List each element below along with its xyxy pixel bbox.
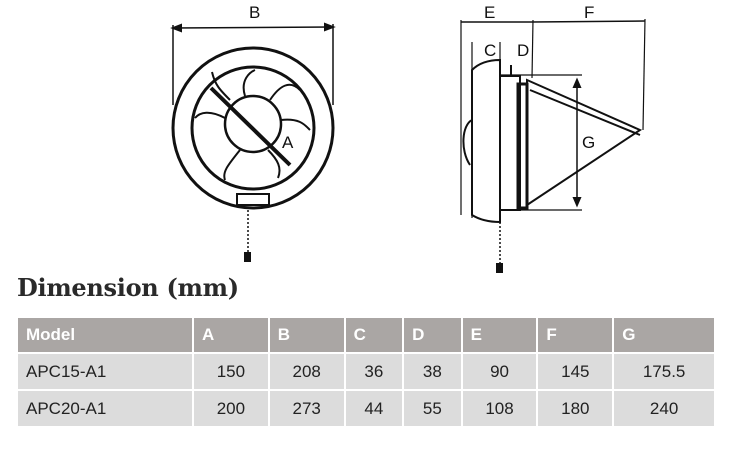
table-row: APC15-A1 150 208 36 38 90 145 175.5 bbox=[18, 354, 714, 389]
cell-f: 180 bbox=[538, 391, 613, 426]
cell-e: 108 bbox=[462, 391, 537, 426]
front-view bbox=[170, 22, 336, 262]
cell-g: 175.5 bbox=[614, 354, 714, 389]
label-d: D bbox=[517, 41, 529, 60]
header-a: A bbox=[194, 318, 268, 352]
cell-f: 145 bbox=[538, 354, 613, 389]
cell-a: 150 bbox=[194, 354, 268, 389]
dimension-table: Model A B C D E F G APC15-A1 150 208 36 … bbox=[16, 316, 716, 428]
header-model: Model bbox=[18, 318, 192, 352]
cell-d: 38 bbox=[404, 354, 461, 389]
label-c: C bbox=[484, 41, 496, 60]
label-b: B bbox=[249, 3, 260, 22]
header-b: B bbox=[269, 318, 344, 352]
side-view bbox=[460, 18, 646, 273]
label-e: E bbox=[484, 3, 495, 22]
table-row: APC20-A1 200 273 44 55 108 180 240 bbox=[18, 391, 714, 426]
header-d: D bbox=[404, 318, 461, 352]
cell-model: APC15-A1 bbox=[18, 354, 192, 389]
header-c: C bbox=[345, 318, 403, 352]
cell-c: 44 bbox=[345, 391, 403, 426]
cell-g: 240 bbox=[614, 391, 714, 426]
cell-b: 273 bbox=[269, 391, 344, 426]
label-a: A bbox=[282, 133, 294, 152]
cell-d: 55 bbox=[404, 391, 461, 426]
cell-c: 36 bbox=[345, 354, 403, 389]
fan-dimension-diagram: B A E F C D G bbox=[170, 3, 646, 273]
table-header-row: Model A B C D E F G bbox=[18, 318, 714, 352]
cell-a: 200 bbox=[194, 391, 268, 426]
header-g: G bbox=[614, 318, 714, 352]
header-f: F bbox=[538, 318, 613, 352]
label-f: F bbox=[584, 3, 594, 22]
cell-b: 208 bbox=[269, 354, 344, 389]
cell-model: APC20-A1 bbox=[18, 391, 192, 426]
header-e: E bbox=[462, 318, 537, 352]
label-g: G bbox=[582, 133, 595, 152]
section-title: Dimension (mm) bbox=[17, 273, 239, 302]
cell-e: 90 bbox=[462, 354, 537, 389]
